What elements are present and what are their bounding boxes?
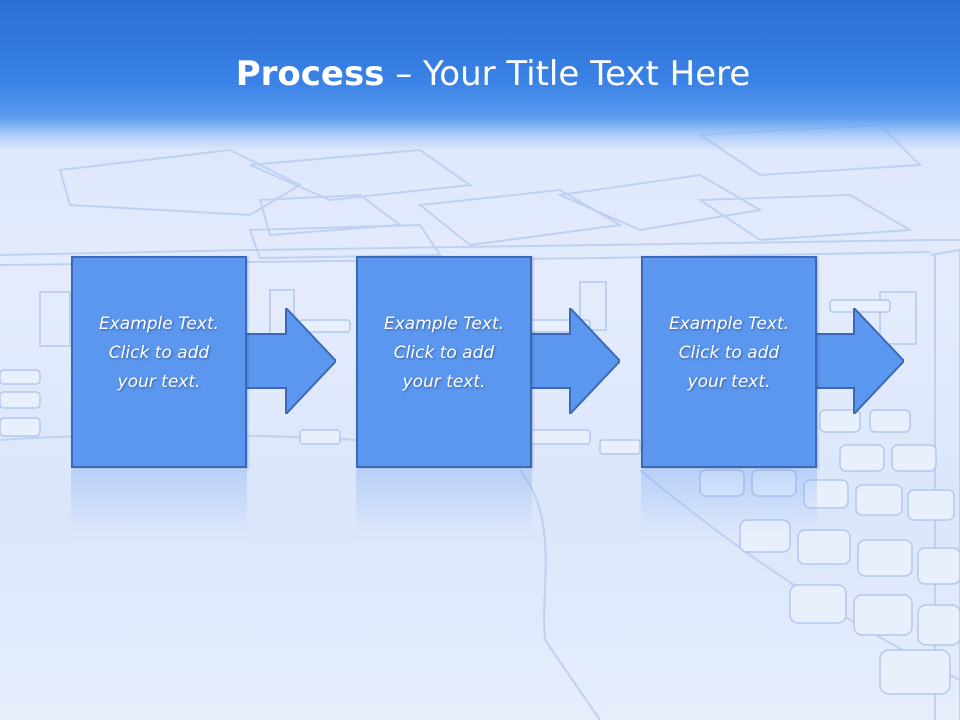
title-bold: Process (235, 54, 385, 94)
step-text-line: your text. (402, 372, 486, 392)
title-band (0, 0, 960, 150)
step-text-line: Click to add (108, 343, 210, 363)
step-text[interactable]: Example Text. Click to add your text. (358, 310, 530, 397)
title-rest: – Your Title Text Here (384, 54, 751, 94)
step-reflection (356, 470, 532, 540)
process-step-2[interactable]: Example Text. Click to add your text. (356, 256, 532, 468)
step-text-line: Example Text. (383, 314, 505, 334)
step-box[interactable]: Example Text. Click to add your text. (356, 256, 532, 468)
right-arrow-icon (808, 308, 904, 414)
step-reflection (641, 470, 817, 540)
right-arrow-icon (524, 308, 620, 414)
slide-title[interactable]: Process – Your Title Text Here (0, 52, 960, 96)
process-step-1[interactable]: Example Text. Click to add your text. (71, 256, 247, 468)
step-text-line: your text. (117, 372, 201, 392)
step-text-line: your text. (687, 372, 771, 392)
right-arrow-icon (240, 308, 336, 414)
step-text-line: Click to add (393, 343, 495, 363)
step-text-line: Click to add (678, 343, 780, 363)
step-text-line: Example Text. (98, 314, 220, 334)
step-text[interactable]: Example Text. Click to add your text. (643, 310, 815, 397)
step-box[interactable]: Example Text. Click to add your text. (641, 256, 817, 468)
process-step-3[interactable]: Example Text. Click to add your text. (641, 256, 817, 468)
step-text-line: Example Text. (668, 314, 790, 334)
step-reflection (71, 470, 247, 540)
step-text[interactable]: Example Text. Click to add your text. (73, 310, 245, 397)
step-box[interactable]: Example Text. Click to add your text. (71, 256, 247, 468)
